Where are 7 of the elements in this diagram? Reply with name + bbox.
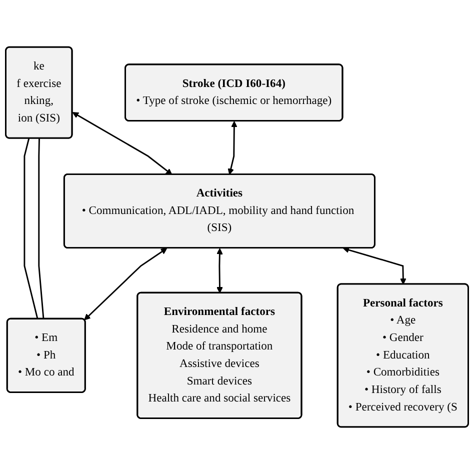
arrow xyxy=(84,248,168,320)
connector xyxy=(38,138,44,320)
arrow xyxy=(342,246,406,285)
arrow xyxy=(216,248,223,294)
connector xyxy=(24,138,38,320)
arrow xyxy=(72,112,172,175)
arrow xyxy=(228,121,238,175)
